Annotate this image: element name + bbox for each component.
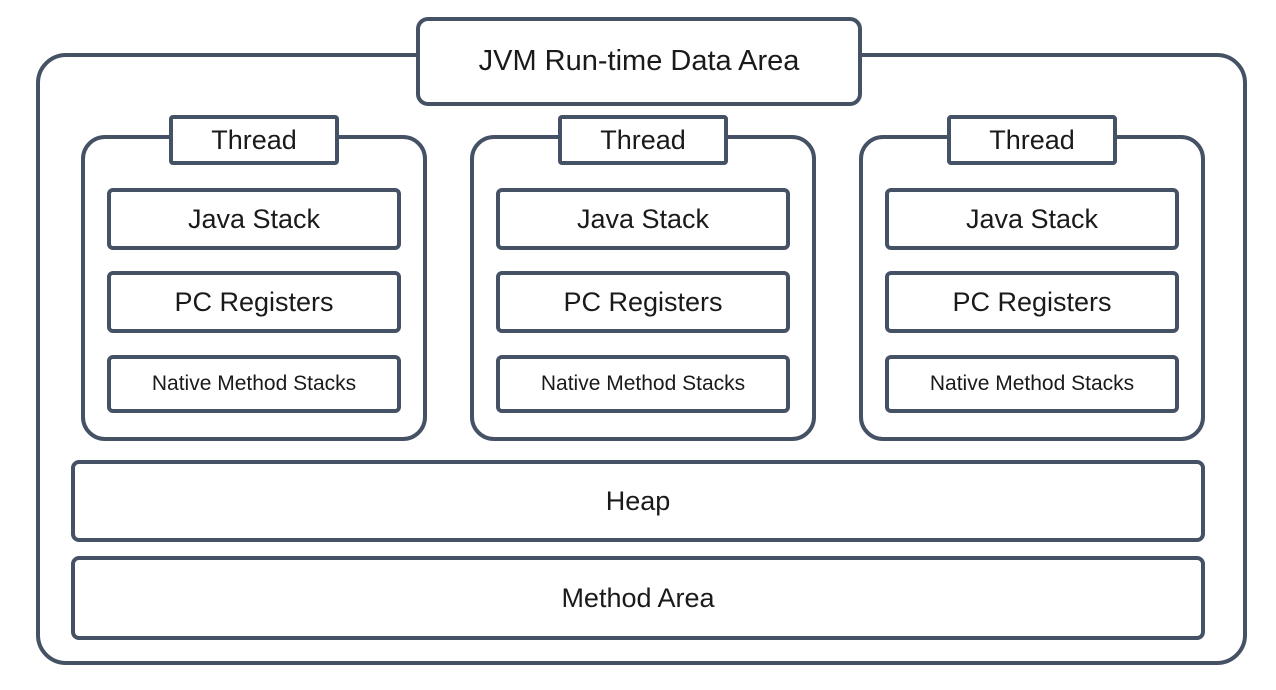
thread-label-box-2: Thread [558,115,728,165]
java-stack-box: Java Stack [496,188,790,250]
pc-registers-label: PC Registers [174,286,334,317]
heap-label: Heap [605,485,671,516]
jvm-title: JVM Run-time Data Area [478,45,800,77]
native-method-stacks-label: Native Method Stacks [151,372,357,395]
thread-label: Thread [989,124,1075,155]
java-stack-label: Java Stack [187,203,321,234]
thread-label-box-3: Thread [947,115,1117,165]
native-method-stacks-box: Native Method Stacks [107,355,401,413]
native-method-stacks-box: Native Method Stacks [496,355,790,413]
jvm-title-box: JVM Run-time Data Area [416,17,862,106]
pc-registers-box: PC Registers [107,271,401,333]
method-area-box: Method Area [71,556,1205,640]
java-stack-box: Java Stack [885,188,1179,250]
heap-box: Heap [71,460,1205,542]
pc-registers-label: PC Registers [952,286,1112,317]
thread-column-2: Java Stack PC Registers Native Method St… [470,115,816,441]
thread-container-3: Java Stack PC Registers Native Method St… [859,135,1205,441]
thread-column-1: Java Stack PC Registers Native Method St… [81,115,427,441]
thread-container-2: Java Stack PC Registers Native Method St… [470,135,816,441]
java-stack-label: Java Stack [576,203,710,234]
thread-label: Thread [600,124,686,155]
thread-column-3: Java Stack PC Registers Native Method St… [859,115,1205,441]
thread-label-box-1: Thread [169,115,339,165]
method-area-label: Method Area [561,582,715,613]
native-method-stacks-label: Native Method Stacks [540,372,746,395]
pc-registers-box: PC Registers [496,271,790,333]
native-method-stacks-box: Native Method Stacks [885,355,1179,413]
pc-registers-box: PC Registers [885,271,1179,333]
thread-container-1: Java Stack PC Registers Native Method St… [81,135,427,441]
pc-registers-label: PC Registers [563,286,723,317]
java-stack-box: Java Stack [107,188,401,250]
java-stack-label: Java Stack [965,203,1099,234]
native-method-stacks-label: Native Method Stacks [929,372,1135,395]
thread-label: Thread [211,124,297,155]
